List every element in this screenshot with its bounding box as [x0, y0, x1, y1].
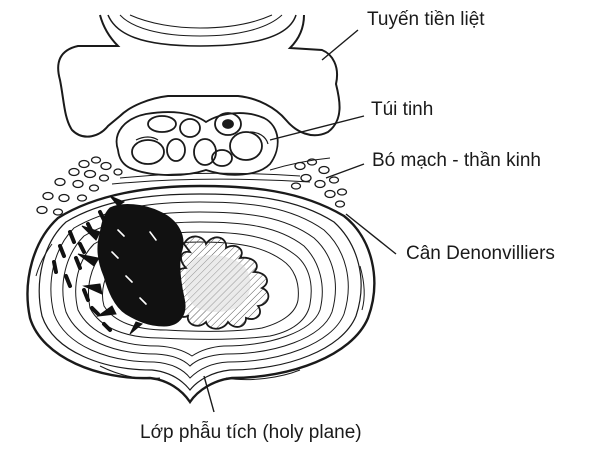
- label-seminal-vesicle: Túi tinh: [371, 100, 433, 119]
- caption-dissection-plane: Lớp phẫu tích (holy plane): [140, 423, 362, 442]
- neurovascular-bundle-right: [292, 159, 347, 207]
- perirectal-tissue-lines: [112, 158, 330, 184]
- label-neurovascular-bundle: Bó mạch - thần kinh: [372, 151, 541, 170]
- label-prostate: Tuyến tiền liệt: [367, 10, 485, 29]
- seminal-vesicles: [117, 112, 278, 175]
- label-denonvilliers-fascia: Cân Denonvilliers: [406, 244, 555, 263]
- leader-lines: [204, 30, 396, 412]
- tumor-mass: [78, 196, 185, 334]
- lumen-shading: [185, 255, 251, 312]
